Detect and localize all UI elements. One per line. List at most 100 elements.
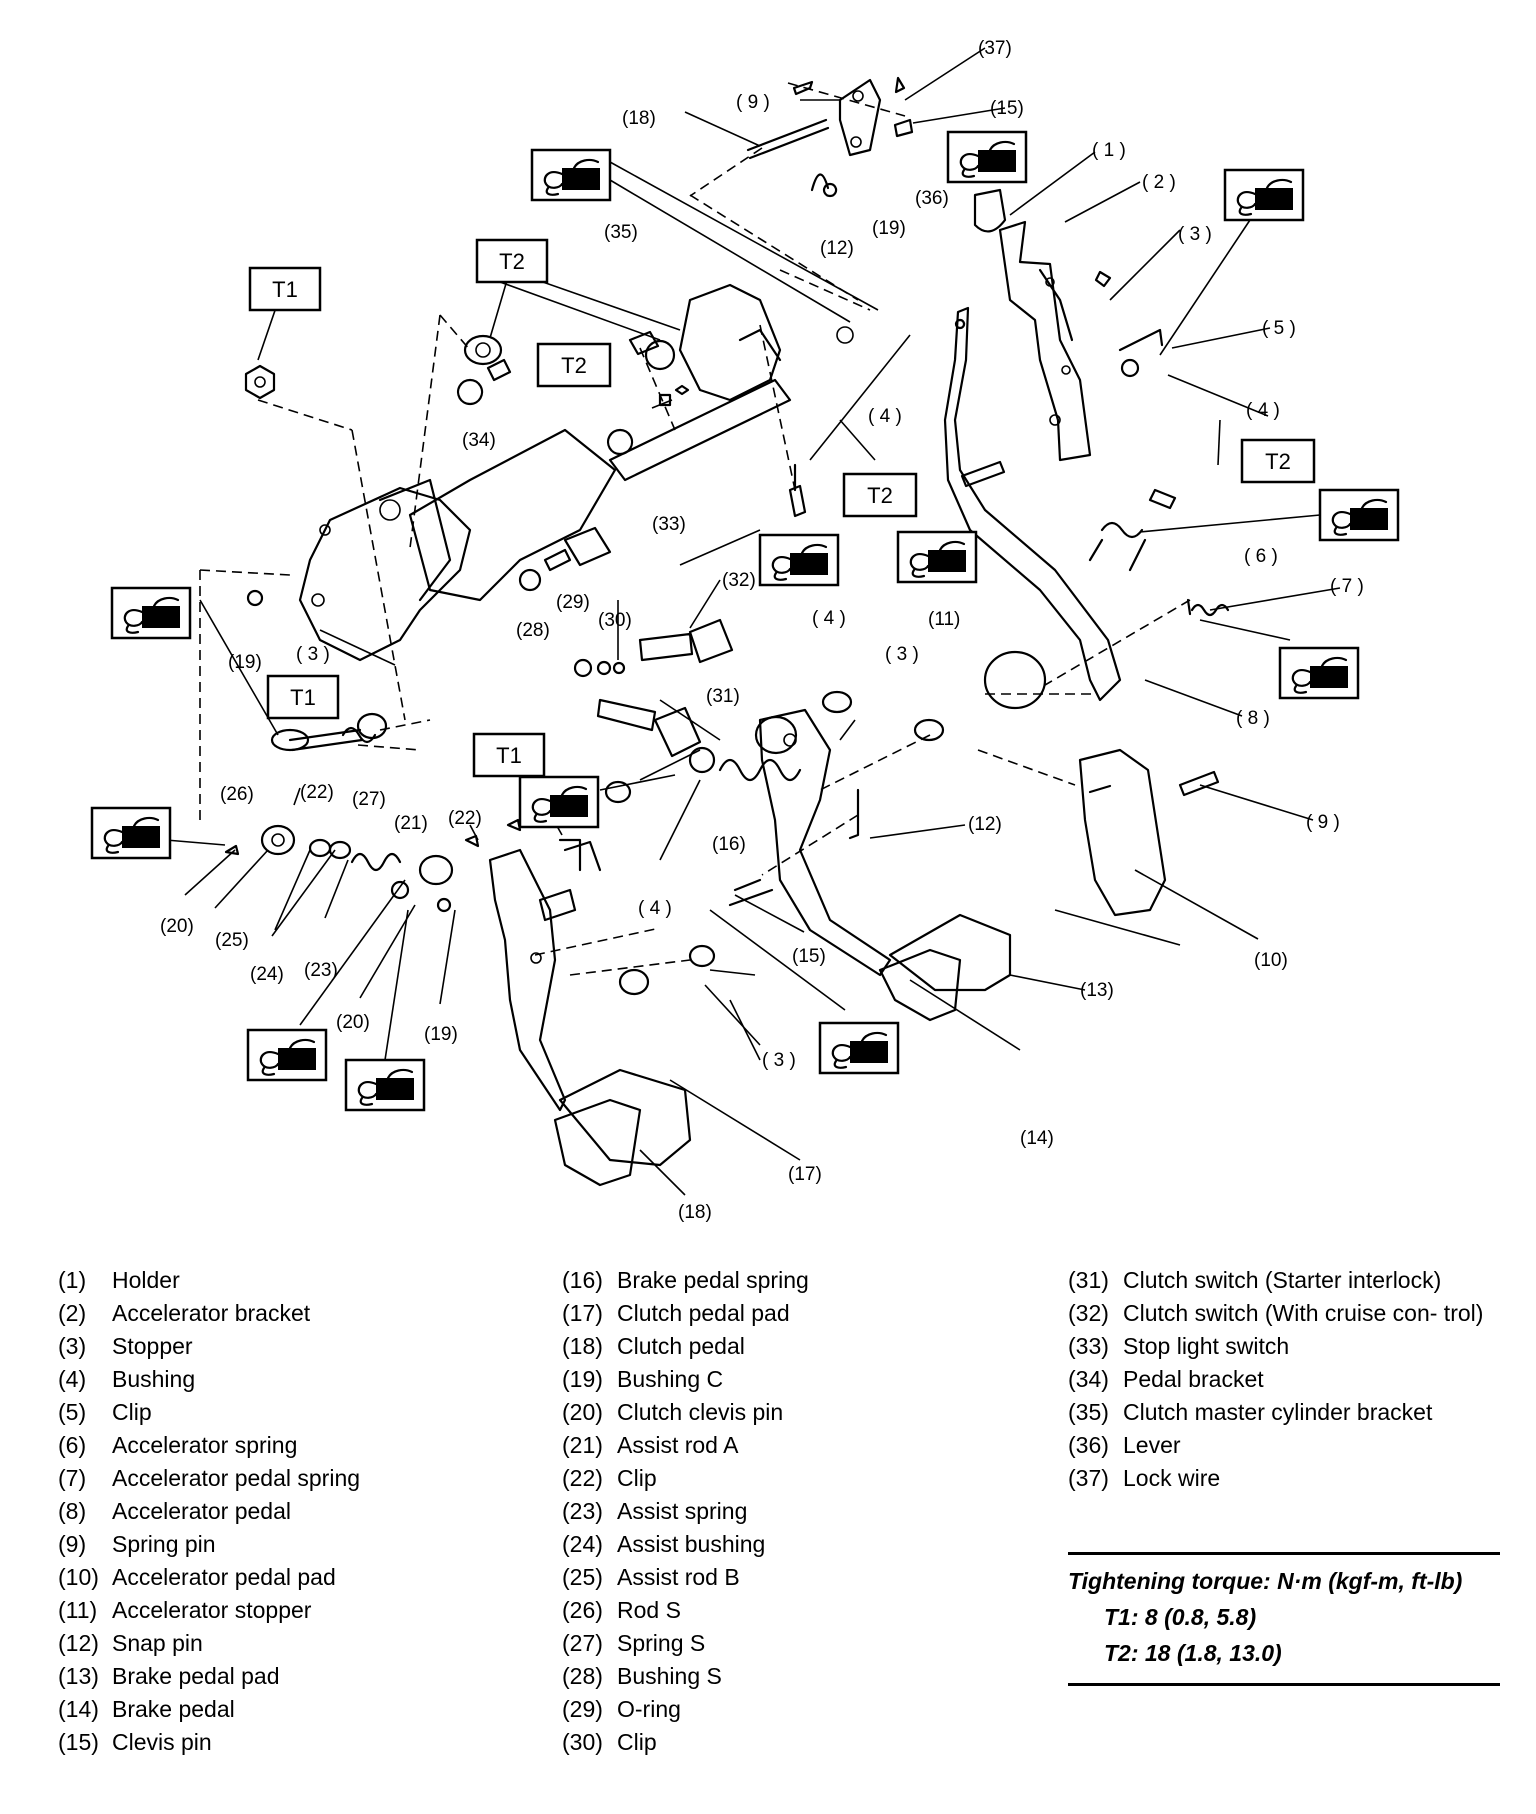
legend-item: (2)Accelerator bracket bbox=[58, 1297, 360, 1330]
legend-item-number: (2) bbox=[58, 1300, 87, 1326]
legend-item-number: (22) bbox=[562, 1465, 603, 1491]
grease-icon bbox=[530, 148, 612, 202]
grease-icon bbox=[1223, 168, 1305, 222]
torque-box-t2: T2 bbox=[475, 238, 549, 284]
svg-text:T1: T1 bbox=[290, 685, 316, 710]
legend-item-label: Bushing bbox=[112, 1366, 196, 1392]
callout-22: (22) bbox=[300, 782, 334, 803]
legend-item: (8)Accelerator pedal bbox=[58, 1495, 360, 1528]
legend-item-number: (21) bbox=[562, 1432, 603, 1458]
legend-item: (9)Spring pin bbox=[58, 1528, 360, 1561]
torque-box-t2: T2 bbox=[842, 472, 918, 518]
legend-item-label: Bushing S bbox=[617, 1663, 722, 1689]
svg-text:T1: T1 bbox=[272, 277, 298, 302]
legend-item-number: (27) bbox=[562, 1630, 603, 1656]
legend-item-label: Accelerator pedal pad bbox=[112, 1564, 336, 1590]
legend-item: (26) Rod S bbox=[562, 1594, 809, 1627]
legend-item-number: (17) bbox=[562, 1300, 603, 1326]
legend-item: (27)Spring S bbox=[562, 1627, 809, 1660]
legend-item: (36)Lever bbox=[1068, 1429, 1508, 1462]
legend-item: (34)Pedal bracket bbox=[1068, 1363, 1508, 1396]
callout-labels: (37) ( 9 ) (15) (18) ( 1 ) ( 2 ) (36) (1… bbox=[160, 38, 1364, 1223]
legend-item: (18)Clutch pedal bbox=[562, 1330, 809, 1363]
callout-14: (14) bbox=[1020, 1128, 1054, 1149]
callout-11: (11) bbox=[928, 609, 960, 630]
legend-item: (37)Lock wire bbox=[1068, 1462, 1508, 1495]
legend-item-label: Clutch pedal bbox=[617, 1333, 745, 1359]
legend-item-label: Bushing C bbox=[617, 1366, 724, 1392]
legend-item-number: (11) bbox=[58, 1597, 98, 1623]
legend-item: (22)Clip bbox=[562, 1462, 809, 1495]
legend-item-label: Accelerator stopper bbox=[112, 1597, 312, 1623]
grease-icon bbox=[896, 530, 978, 584]
legend-item: (17)Clutch pedal pad bbox=[562, 1297, 809, 1330]
legend-item: (1)Holder bbox=[58, 1264, 360, 1297]
legend-column-2: (16)Brake pedal spring(17)Clutch pedal p… bbox=[562, 1264, 809, 1759]
legend-item-number: (20) bbox=[562, 1399, 603, 1425]
legend-item-number: (9) bbox=[58, 1531, 87, 1557]
callout-3: ( 3 ) bbox=[296, 644, 330, 665]
callout-37: (37) bbox=[978, 38, 1012, 59]
legend-item: (21) Assist rod A bbox=[562, 1429, 809, 1462]
callout-23: (23) bbox=[304, 960, 338, 981]
legend-item-label: Brake pedal bbox=[112, 1696, 235, 1722]
svg-text:T2: T2 bbox=[499, 249, 525, 274]
legend-item-label: Clutch switch (Starter interlock) bbox=[1123, 1267, 1442, 1293]
legend-item: (3)Stopper bbox=[58, 1330, 360, 1363]
legend-item: (7)Accelerator pedal spring bbox=[58, 1462, 360, 1495]
callout-18: (18) bbox=[622, 108, 656, 129]
legend-column-1: (1)Holder(2)Accelerator bracket(3)Stoppe… bbox=[58, 1264, 360, 1759]
legend-item: (30)Clip bbox=[562, 1726, 809, 1759]
torque-t1-value: T1: 8 (0.8, 5.8) bbox=[1104, 1604, 1257, 1630]
callout-18: (18) bbox=[678, 1202, 712, 1223]
grease-icon bbox=[758, 533, 840, 587]
legend-item: (25)Assist rod B bbox=[562, 1561, 809, 1594]
callout-3: ( 3 ) bbox=[1178, 224, 1212, 245]
legend-item-number: (33) bbox=[1068, 1333, 1109, 1359]
legend-item: (12)Snap pin bbox=[58, 1627, 360, 1660]
legend-item: (31)Clutch switch (Starter interlock) bbox=[1068, 1264, 1508, 1297]
legend-item-number: (30) bbox=[562, 1729, 603, 1755]
torque-box-t1: T1 bbox=[472, 732, 546, 778]
legend-item: (13)Brake pedal pad bbox=[58, 1660, 360, 1693]
svg-text:T2: T2 bbox=[867, 483, 893, 508]
grease-icon bbox=[818, 1021, 900, 1075]
leader-lines bbox=[165, 47, 1341, 1196]
legend-item-label: Assist rod A bbox=[617, 1432, 739, 1458]
callout-12: (12) bbox=[968, 814, 1002, 835]
grease-icon bbox=[1318, 488, 1400, 542]
callout-4: ( 4 ) bbox=[868, 406, 902, 427]
legend-item-label: Rod S bbox=[617, 1597, 681, 1623]
legend-item-label: Clip bbox=[112, 1399, 152, 1425]
legend-item: (35)Clutch master cylinder bracket bbox=[1068, 1396, 1508, 1429]
callout-27: (27) bbox=[352, 789, 386, 810]
callout-17: (17) bbox=[788, 1164, 822, 1185]
legend-item-number: (1) bbox=[58, 1267, 87, 1293]
callout-8: ( 8 ) bbox=[1236, 708, 1270, 729]
callout-9: ( 9 ) bbox=[736, 92, 770, 113]
legend-item: (28) Bushing S bbox=[562, 1660, 809, 1693]
legend-item-number: (26) bbox=[562, 1597, 603, 1623]
callout-9: ( 9 ) bbox=[1306, 812, 1340, 833]
torque-heading: Tightening torque: N·m (kgf-m, ft-lb) bbox=[1068, 1568, 1463, 1594]
legend-item: (19)Bushing C bbox=[562, 1363, 809, 1396]
legend-item: (15) Clevis pin bbox=[58, 1726, 360, 1759]
legend-item-number: (14) bbox=[58, 1696, 99, 1722]
legend-item-label: Clevis pin bbox=[112, 1729, 212, 1755]
legend-item-label: Assist spring bbox=[617, 1498, 748, 1524]
svg-text:T2: T2 bbox=[1265, 449, 1291, 474]
callout-26: (26) bbox=[220, 784, 254, 805]
pedal-assembly-exploded-diagram: T1 T2 T2 T2 T2 T1 T1 (37) ( 9 ) (15 bbox=[90, 38, 1400, 1223]
legend-item: (20) Clutch clevis pin bbox=[562, 1396, 809, 1429]
legend-item-number: (28) bbox=[562, 1663, 603, 1689]
legend-item-number: (15) bbox=[58, 1729, 99, 1755]
grease-icon bbox=[1278, 646, 1360, 700]
torque-box-t1: T1 bbox=[266, 674, 340, 720]
legend-item-label: Clutch clevis pin bbox=[617, 1399, 784, 1425]
legend-item: (6)Accelerator spring bbox=[58, 1429, 360, 1462]
callout-20: (20) bbox=[160, 916, 194, 937]
legend-item: (33)Stop light switch bbox=[1068, 1330, 1508, 1363]
torque-t2-value: T2: 18 (1.8, 13.0) bbox=[1104, 1640, 1282, 1666]
legend-item-label: Assist bushing bbox=[617, 1531, 766, 1557]
legend-item: (16)Brake pedal spring bbox=[562, 1264, 809, 1297]
